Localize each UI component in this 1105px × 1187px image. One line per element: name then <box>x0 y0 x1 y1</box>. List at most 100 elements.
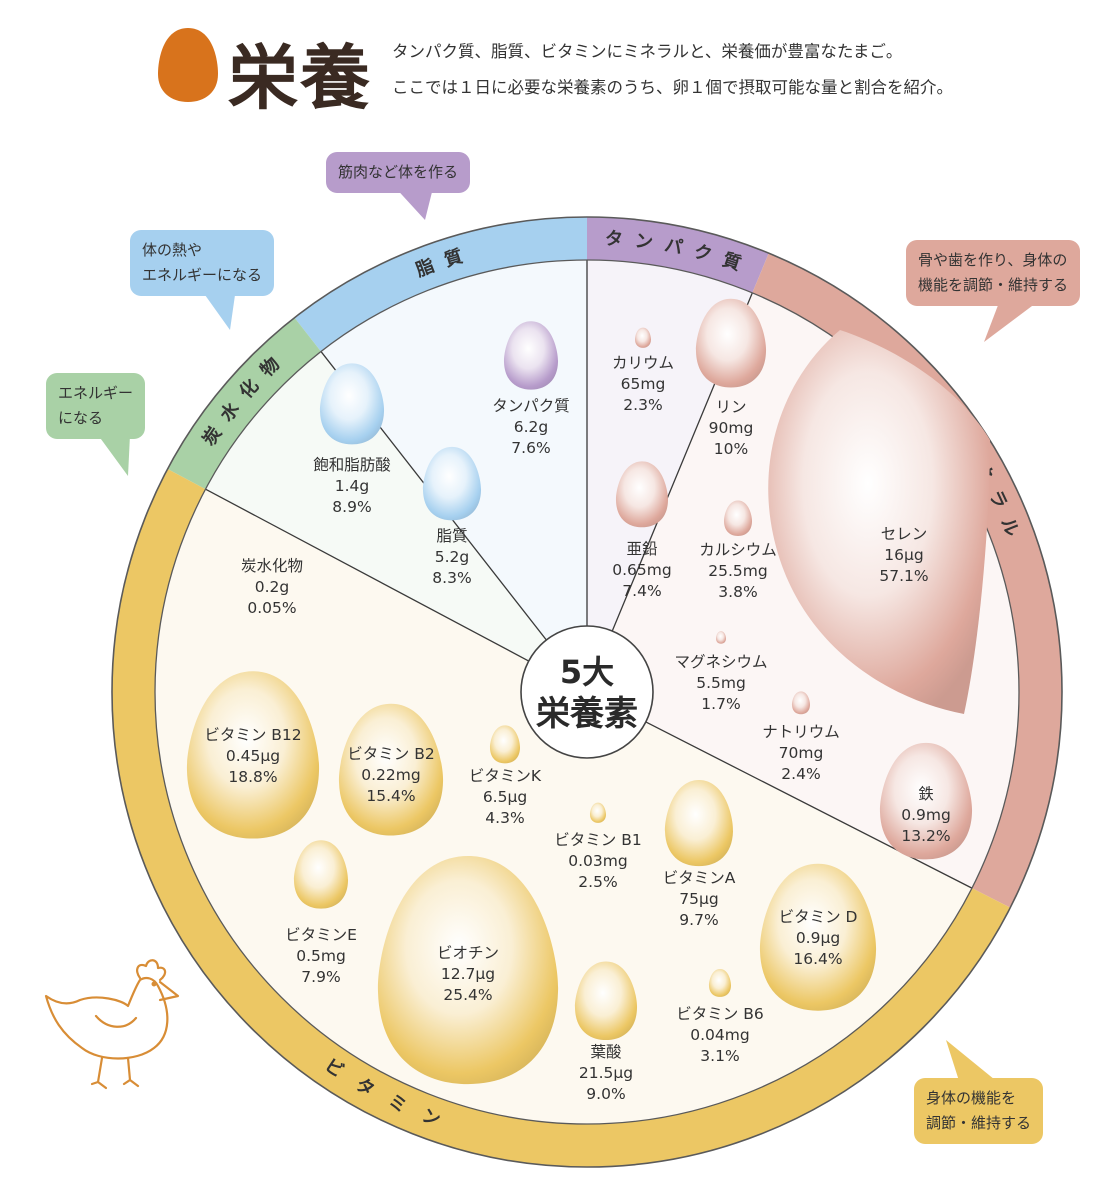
nutrient-egg <box>708 969 732 997</box>
callout-vitamin: 身体の機能を 調節・維持する <box>914 1078 1044 1144</box>
nutrient-percent: 18.8% <box>228 768 277 786</box>
chicken-beak <box>158 980 180 1002</box>
sector-divider <box>205 488 530 662</box>
nutrient-egg <box>791 691 811 715</box>
callout-protein-line: 筋肉など体を作る <box>338 163 459 181</box>
nutrient-egg <box>574 961 638 1041</box>
nutrient-amount: 0.9mg <box>901 806 951 824</box>
nutrient-amount: 0.45μg <box>226 747 280 765</box>
callout-vitamin-line-2: 調節・維持する <box>926 1114 1032 1132</box>
description-line-1: タンパク質、脂質、ビタミンにミネラルと、栄養価が豊富なたまご。 <box>392 42 903 61</box>
nutrient-amount: 0.9μg <box>796 929 840 947</box>
nutrient-name: ビタミン B6 <box>676 1005 763 1023</box>
nutrient-egg <box>186 671 320 839</box>
nutrient-egg <box>715 631 727 644</box>
wedge-carbohydrate <box>205 351 587 692</box>
nutrient-amount: 16μg <box>884 546 923 564</box>
nutrient-percent: 8.3% <box>432 569 471 587</box>
callout-tail <box>946 1040 1000 1084</box>
nutrient-egg <box>377 856 559 1085</box>
nutrient-name: 鉄 <box>918 785 934 803</box>
ring-label-char: タ <box>604 228 623 250</box>
ring-label-protein: タンパク質 <box>604 228 744 275</box>
nutrient-egg <box>879 742 973 860</box>
nutrient-percent: 13.2% <box>901 827 950 845</box>
nutrient-name: ビタミン B1 <box>554 831 641 849</box>
nutrient-egg <box>695 298 767 388</box>
ring-label-char: ク <box>691 241 714 266</box>
nutrient-percent: 0.05% <box>247 599 296 617</box>
callout-fat-line-1: 体の熱や <box>142 241 203 259</box>
nutrient-name: カルシウム <box>699 541 777 559</box>
callout-carbohydrate: エネルギー になる <box>46 373 146 439</box>
nutrient-name: ビタミンA <box>663 869 736 887</box>
nutrient-amount: 1.4g <box>335 477 370 495</box>
nutrient-name: タンパク質 <box>492 397 570 415</box>
nutrient-percent: 1.7% <box>701 695 740 713</box>
nutrient-amount: 0.22mg <box>361 766 420 784</box>
center-label-line: 栄養素 <box>536 694 638 734</box>
nutrient-name: ビタミンK <box>469 767 542 785</box>
nutrient-egg <box>422 446 482 521</box>
nutrient-percent: 2.5% <box>578 873 617 891</box>
center-label-line: 5大 <box>560 653 614 691</box>
callout-protein: 筋肉など体を作る <box>326 152 471 193</box>
nutrient-name: 炭水化物 <box>241 557 303 575</box>
ring-segment-protein <box>587 217 769 293</box>
chicken-body <box>44 976 169 1060</box>
nutrient-egg <box>293 840 349 909</box>
center-circle <box>520 625 654 759</box>
nutrient-name: 飽和脂肪酸 <box>313 456 391 474</box>
callout-mineral: 骨や歯を作り、身体の 機能を調節・維持する <box>906 240 1081 306</box>
nutrient-percent: 9.7% <box>679 911 718 929</box>
nutrients-protein: タンパク質 6.2g 7.6% <box>492 321 570 457</box>
callout-mineral-line-2: 機能を調節・維持する <box>918 276 1069 294</box>
ring-label-char: 質 <box>442 245 466 271</box>
nutrient-name: ビタミン B12 <box>204 726 301 744</box>
nutrient-egg <box>319 363 385 445</box>
nutrient-egg <box>503 321 559 390</box>
nutrient-percent: 3.1% <box>700 1047 739 1065</box>
nutrient-percent: 10% <box>714 440 748 458</box>
nutrient-amount: 0.5mg <box>296 947 346 965</box>
nutrient-percent: 15.4% <box>366 787 415 805</box>
nutrient-amount: 0.2g <box>255 578 290 596</box>
chicken-eye <box>151 981 157 987</box>
nutrient-egg <box>589 802 607 823</box>
egg-icon <box>158 28 218 102</box>
inner-ring-outline <box>154 259 1020 1125</box>
ring-label-char: パ <box>663 235 685 259</box>
nutrient-amount: 65mg <box>621 375 666 393</box>
page-title: 栄養 <box>228 37 372 119</box>
nutrient-name: ビタミン D <box>779 908 858 926</box>
selenium-area <box>768 330 990 714</box>
callout-carb-line-2: になる <box>58 409 104 427</box>
sector-divider <box>645 721 973 889</box>
nutrient-amount: 90mg <box>709 419 754 437</box>
nutrient-amount: 6.2g <box>514 418 549 436</box>
nutrient-percent: 2.3% <box>623 396 662 414</box>
nutrient-percent: 16.4% <box>793 950 842 968</box>
chicken-wing <box>94 1014 138 1028</box>
nutrient-name: 亜鉛 <box>626 540 657 558</box>
chicken-leg-right <box>122 1056 140 1088</box>
nutrient-name: 脂質 <box>436 527 467 545</box>
nutrient-name: ビタミン B2 <box>347 745 434 763</box>
nutrient-egg <box>664 779 734 867</box>
selenium-shape <box>768 330 990 714</box>
callout-fat: 体の熱や エネルギーになる <box>130 230 275 296</box>
nutrient-percent: 7.6% <box>511 439 550 457</box>
nutrient-amount: 5.2g <box>435 548 470 566</box>
nutrient-egg <box>723 500 753 536</box>
nutrient-percent: 8.9% <box>332 498 371 516</box>
nutrients-fat: 飽和脂肪酸 1.4g 8.9% 脂質 5.2g 8.3% <box>313 363 482 587</box>
header-egg-icon <box>158 28 218 102</box>
callout-carb-line-1: エネルギー <box>58 384 134 402</box>
callout-fat-line-2: エネルギーになる <box>142 266 263 284</box>
ring-segment-carbohydrate <box>167 317 322 490</box>
nutrients-vitamin: ビタミン B12 0.45μg 18.8% ビタミン B2 0.22mg 15.4% ビタミ… <box>186 671 877 1103</box>
nutrient-amount: 0.04mg <box>690 1026 749 1044</box>
nutrient-percent: 4.3% <box>485 809 524 827</box>
